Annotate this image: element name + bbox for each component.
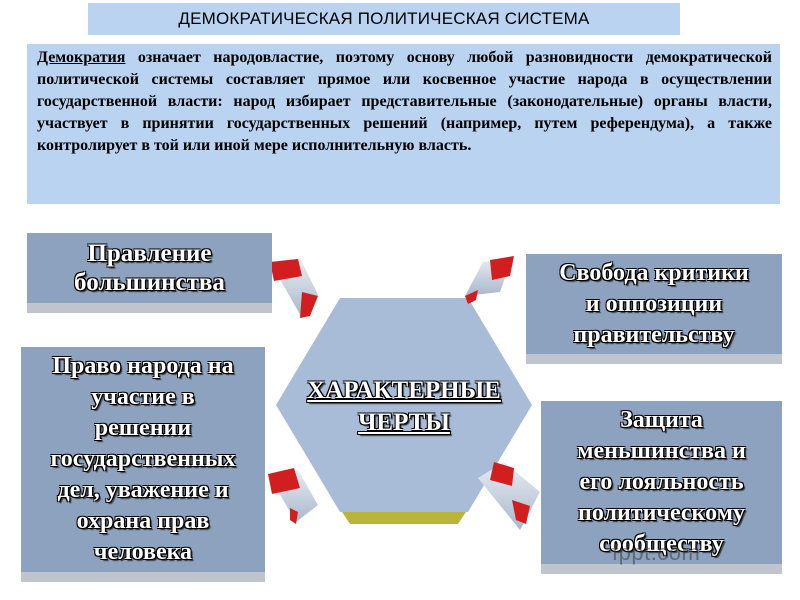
feature-criticism-line: Свобода критики — [559, 259, 749, 286]
feature-majority-line: большинства — [74, 269, 225, 296]
center-label-line: ХАРАКТЕРНЫЕ — [307, 377, 501, 404]
feature-minority-line: сообществу — [599, 531, 724, 557]
feature-card-majority-rule: Правление большинства — [27, 233, 272, 303]
feature-rights-line: участие в — [91, 384, 195, 410]
feature-rights-text: Право народа на участие в решении госуда… — [50, 351, 235, 568]
feature-criticism-text: Свобода критики и оппозиции правительств… — [559, 258, 749, 351]
center-label-line: ЧЕРТЫ — [358, 409, 450, 436]
feature-card-minority-protection: Защита меньшинства и его лояльность поли… — [541, 401, 782, 564]
feature-majority-line: Правление — [87, 240, 212, 267]
feature-card-freedom-of-criticism: Свобода критики и оппозиции правительств… — [526, 254, 782, 354]
feature-minority-line: политическому — [578, 500, 745, 526]
feature-minority-line: Защита — [620, 407, 703, 433]
feature-rights-line: человека — [93, 539, 193, 565]
feature-minority-text: Защита меньшинства и его лояльность поли… — [577, 405, 746, 560]
title-banner: ДЕМОКРАТИЧЕСКАЯ ПОЛИТИЧЕСКАЯ СИСТЕМА — [88, 3, 680, 35]
feature-rights-line: государственных — [50, 446, 236, 472]
arrow-bottom-right — [478, 462, 540, 530]
feature-card-people-participation: Право народа на участие в решении госуда… — [21, 347, 265, 572]
definition-box: Демократия означает народовластие, поэто… — [27, 44, 780, 204]
feature-minority-line: его лояльность — [579, 469, 744, 495]
feature-criticism-line: и оппозиции — [585, 290, 723, 317]
definition-text: означает народовластие, поэтому основу л… — [37, 49, 772, 154]
page-title: ДЕМОКРАТИЧЕСКАЯ ПОЛИТИЧЕСКАЯ СИСТЕМА — [178, 9, 590, 28]
feature-majority-text: Правление большинства — [74, 239, 225, 297]
center-hexagon — [276, 298, 532, 512]
hexagon-base — [342, 512, 466, 524]
definition-term: Демократия — [37, 49, 126, 66]
feature-rights-line: решении — [94, 415, 192, 441]
arrow-top-right — [465, 256, 514, 304]
watermark: fppt.com — [612, 540, 701, 565]
feature-criticism-line: правительству — [573, 321, 735, 348]
feature-minority-line: меньшинства и — [577, 438, 746, 464]
arrow-bottom-left — [268, 468, 318, 524]
feature-rights-line: дел, уважение и — [57, 477, 229, 503]
feature-rights-line: Право народа на — [52, 353, 234, 379]
arrow-top-left — [270, 258, 318, 318]
feature-rights-line: охрана прав — [76, 508, 210, 534]
center-label: ХАРАКТЕРНЫЕ ЧЕРТЫ — [275, 375, 533, 439]
definition-paragraph: Демократия означает народовластие, поэто… — [37, 47, 772, 157]
